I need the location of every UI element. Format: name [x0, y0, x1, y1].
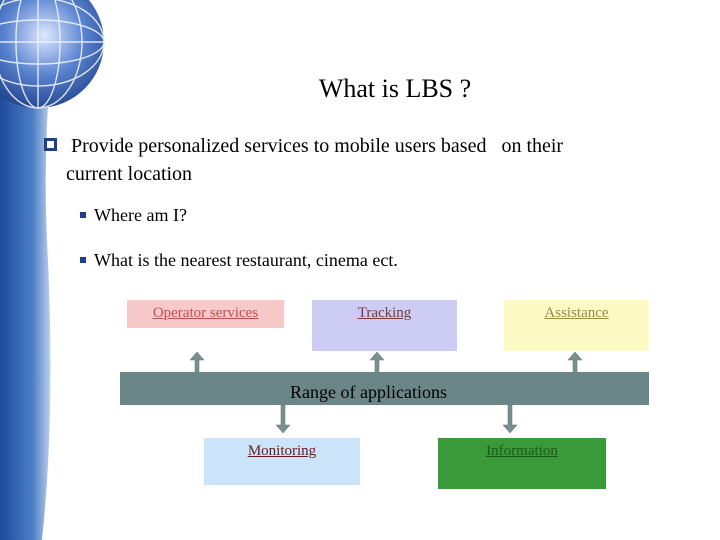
operator-services-box[interactable]: Operator services [127, 300, 284, 328]
sub-bullet-text: What is the nearest restaurant, cinema e… [94, 250, 398, 270]
sub-bullet-text: Where am I? [94, 205, 187, 225]
information-link[interactable]: Information [486, 443, 558, 459]
sidebar-background [0, 0, 60, 540]
arrow-up-icon [190, 352, 204, 374]
main-bullet-line-2: current location [66, 163, 193, 185]
main-bullet-line-1: Provide personalized services to mobile … [71, 135, 564, 157]
information-box[interactable]: Information [438, 438, 606, 489]
bullet-marker-icon [44, 138, 57, 151]
main-bullet: Provide personalized services to mobile … [44, 132, 664, 188]
slide-title: What is LBS ? [318, 74, 472, 103]
sub-bullet-marker-icon [80, 256, 86, 263]
arrow-down-icon [503, 405, 517, 433]
monitoring-link[interactable]: Monitoring [247, 443, 317, 459]
assistance-box[interactable]: Assistance [504, 300, 649, 351]
monitoring-box[interactable]: Monitoring [204, 438, 360, 485]
globe-icon [0, 0, 105, 109]
arrow-down-icon [276, 405, 290, 433]
sub-bullet-2: What is the nearest restaurant, cinema e… [80, 250, 398, 271]
tracking-box[interactable]: Tracking [312, 300, 457, 351]
sub-bullet-1: Where am I? [80, 205, 187, 226]
assistance-link[interactable]: Assistance [544, 305, 609, 321]
sub-bullet-marker-icon [80, 211, 86, 218]
arrow-up-icon [568, 352, 582, 374]
arrow-up-icon [370, 352, 384, 374]
tracking-link[interactable]: Tracking [357, 305, 412, 321]
range-of-applications-bar [120, 372, 649, 405]
range-of-applications-label: Range of applications [290, 382, 447, 402]
operator-services-link[interactable]: Operator services [152, 305, 259, 321]
